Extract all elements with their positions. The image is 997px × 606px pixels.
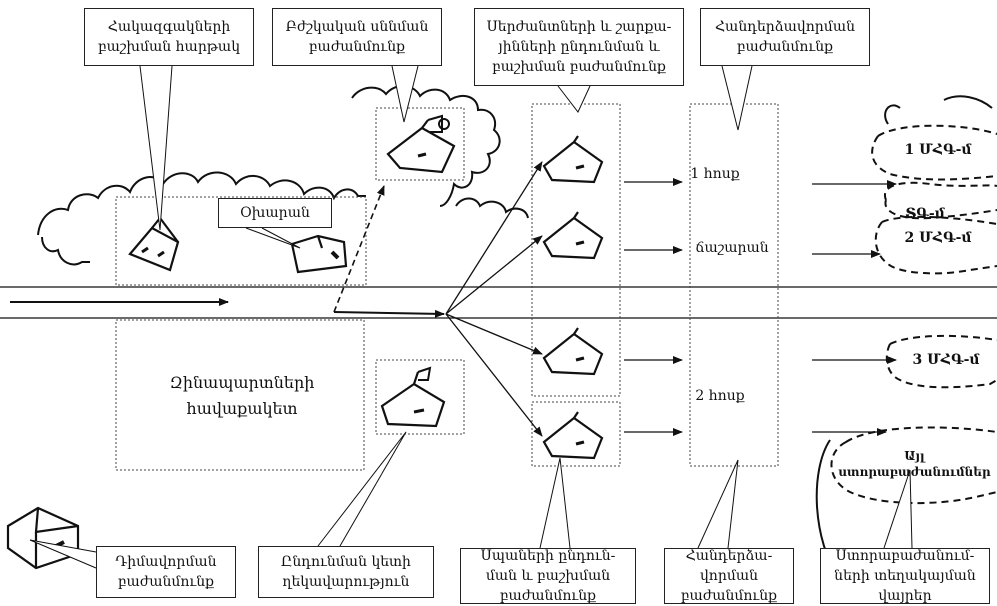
callout-casualty-map: Հակազգակների բաշխման հարթակ [84,8,254,66]
callout-ohaun: Օխարան [218,198,332,228]
tent-icon [542,327,604,376]
callout-emergency-dept: Հանդերձավորման բաժանմունք [700,8,870,66]
callout-pointer [883,469,913,549]
callout-pointer [139,65,173,231]
callout-reception-distribution: Սերժանտների և շարքա- յինների ընդունման և… [474,8,684,86]
vegetation-outline-2 [351,85,501,207]
equipment-area-box [689,103,779,467]
vegetation-outline-3 [455,197,529,219]
tent-icon [290,234,348,274]
callout-pointer [29,539,97,569]
label-canteen: ճաշարան [695,240,769,256]
callout-pointer [697,459,739,549]
tent-icon [6,506,80,570]
callout-registration-dept: Դիմավորման բաժանմունք [96,546,236,598]
callout-pointer [557,85,591,113]
flow-arrow [445,313,543,437]
callout-officers-reception: Սպաների ընդուն- ման և բաշխման բաժանմունք [460,548,636,604]
label-group-1: 1 հոսք [690,166,740,182]
destination-cloud [885,334,997,389]
tent-icon [542,135,604,184]
callout-reception-point-mgmt: Ընդունման կետի ղեկավարություն [258,546,434,598]
tent-icon [542,411,604,460]
tent-icon [128,216,180,272]
reception-area-box [531,103,621,397]
tent-icon [542,211,604,260]
medical-area-box [375,107,465,181]
destination-cloud [874,215,997,275]
callout-pointer [721,65,753,131]
tent-icon [386,114,456,174]
flow-arrow [445,161,543,315]
vegetation-outline-4 [41,236,90,266]
vegetation-outline [37,171,366,236]
destination-d3: 2 ՄՀԳ-մ [904,230,972,246]
callout-storage-locations: Ստորաբաժանում- ների տեղակայման վայրեր [820,548,990,604]
destination-d1: 1 ՄՀԳ-մ [904,142,972,158]
callout-pointer [391,65,419,123]
destination-d4: 3 ՄՀԳ-մ [912,352,980,368]
callout-pointer [539,457,571,549]
destination-cloud [871,124,997,181]
callout-medical-exam: Բժշկական սննման բաժանմունք [272,8,442,66]
callout-pointer [245,227,301,249]
label-group-2: 2 հոսք [695,388,745,404]
flow-arrow [445,313,543,355]
destination-d2: ՏԳ-մ [905,206,945,222]
mgmt-area-box [375,359,465,435]
callout-equipment-dept: Հանդերձա- վորման բաժանմունք [664,548,794,604]
officers-area-box [531,401,621,467]
callout-pointer [317,431,407,547]
flow-arrow [333,309,445,318]
tent-icon [380,366,446,428]
destination-d5: Այլ ստորաբաժանումներ [838,449,991,479]
flow-arrow-dashed [333,185,385,313]
casualty-area-box [115,196,367,286]
flow-arrow [445,235,543,315]
destination-cloud [830,426,997,505]
hq-area-box [115,319,365,471]
label-unit-hq: Զինապարտների հավաքակետ [169,373,315,418]
